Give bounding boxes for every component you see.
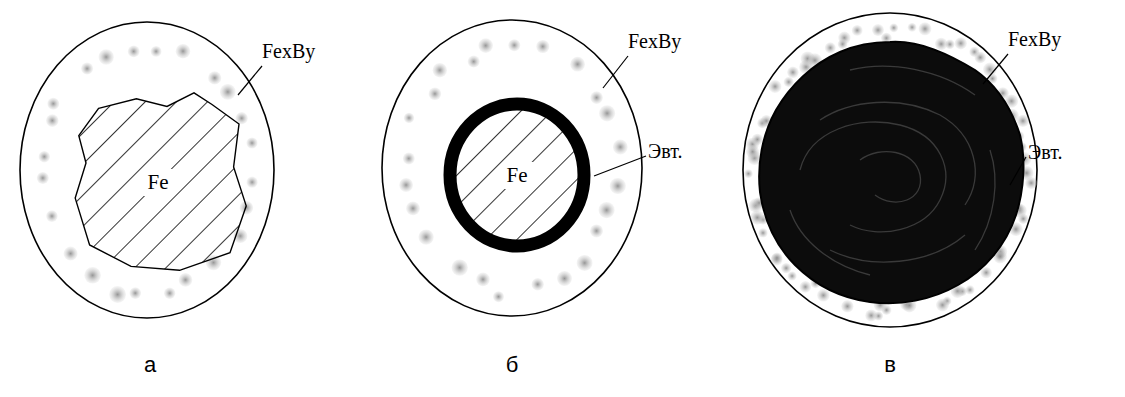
speckle — [536, 40, 549, 53]
particle-outline — [382, 20, 642, 316]
speckle — [247, 177, 258, 188]
speckle — [557, 271, 572, 286]
speckle — [599, 105, 615, 121]
speckle — [418, 229, 433, 244]
speckle — [936, 299, 949, 312]
speckle — [852, 25, 863, 36]
phase-label: FexBy — [628, 30, 681, 53]
speckle — [64, 247, 78, 261]
subfigure-letter: а — [144, 352, 156, 377]
iron-core: Fe — [442, 96, 592, 254]
speckle — [1018, 214, 1028, 224]
iron-core: Fe — [68, 85, 248, 280]
speckle — [919, 22, 932, 35]
phase-label: Эвт. — [648, 140, 682, 163]
speckle — [404, 113, 414, 123]
speckle — [39, 151, 50, 162]
particle-outline — [20, 22, 274, 318]
speckle — [787, 67, 799, 79]
speckle — [508, 39, 520, 51]
speckle — [865, 310, 877, 322]
subfigure-letter: б — [506, 352, 519, 377]
speckle — [468, 56, 480, 68]
speckle — [945, 40, 955, 50]
iron-core-outline — [75, 93, 246, 270]
speckle — [772, 252, 783, 263]
speckle — [452, 259, 468, 275]
speckle — [493, 291, 504, 302]
phase-label: Эвт. — [1028, 141, 1062, 164]
speckle — [610, 178, 626, 194]
speckle — [590, 224, 603, 237]
speckle — [109, 286, 126, 303]
speckle — [1017, 115, 1029, 127]
speckle — [825, 42, 836, 53]
speckle — [208, 71, 221, 84]
speckle — [744, 169, 753, 178]
boride-speckles — [37, 22, 1037, 321]
eutectic-core — [759, 42, 1023, 303]
speckle — [164, 288, 175, 299]
speckle — [613, 140, 628, 155]
speckle — [47, 98, 59, 110]
speckle — [478, 38, 493, 53]
speckle — [838, 39, 848, 49]
speckle — [969, 47, 979, 57]
speckle — [817, 289, 830, 302]
speckle — [752, 134, 763, 145]
speckle — [429, 88, 442, 101]
speckle — [81, 63, 93, 75]
speckle — [758, 228, 767, 237]
speckle — [750, 211, 764, 225]
speckle — [128, 46, 140, 58]
speckle — [872, 24, 884, 36]
speckle — [781, 263, 791, 273]
speckle — [246, 137, 257, 148]
speckle — [403, 153, 415, 165]
eutectic-texture — [790, 66, 995, 275]
iron-core-outline — [450, 104, 584, 246]
speckle — [784, 77, 794, 87]
phase-label: Fe — [502, 162, 533, 189]
speckle — [577, 255, 593, 271]
speckle — [769, 80, 782, 93]
leader-lines — [238, 54, 1026, 185]
speckle — [908, 23, 917, 32]
speckle — [590, 91, 603, 104]
speckle — [37, 172, 49, 184]
speckle — [433, 63, 447, 77]
speckle — [599, 202, 615, 218]
speckle — [570, 57, 585, 72]
speckle — [476, 273, 490, 287]
particle-outline — [743, 13, 1037, 327]
speckle — [46, 114, 59, 127]
speckle — [955, 37, 967, 49]
speckle — [179, 273, 193, 287]
speckle — [800, 281, 812, 293]
speckle — [746, 145, 759, 158]
speckle — [399, 178, 413, 192]
subfigure-letter: в — [884, 352, 896, 377]
phase-label: Fe — [143, 169, 174, 196]
speckle — [965, 285, 974, 294]
speckle — [130, 287, 142, 299]
speckle — [532, 278, 544, 290]
speckle — [99, 49, 114, 64]
phase-label: FexBy — [262, 40, 315, 63]
speckle — [151, 46, 162, 57]
speckle — [176, 44, 191, 59]
phase-label: FexBy — [1008, 28, 1061, 51]
speckle — [46, 210, 58, 222]
speckle — [406, 202, 420, 216]
speckle — [788, 271, 797, 280]
speckle — [889, 23, 898, 32]
speckle — [220, 84, 236, 100]
speckle — [841, 300, 853, 312]
speckle — [84, 267, 101, 284]
